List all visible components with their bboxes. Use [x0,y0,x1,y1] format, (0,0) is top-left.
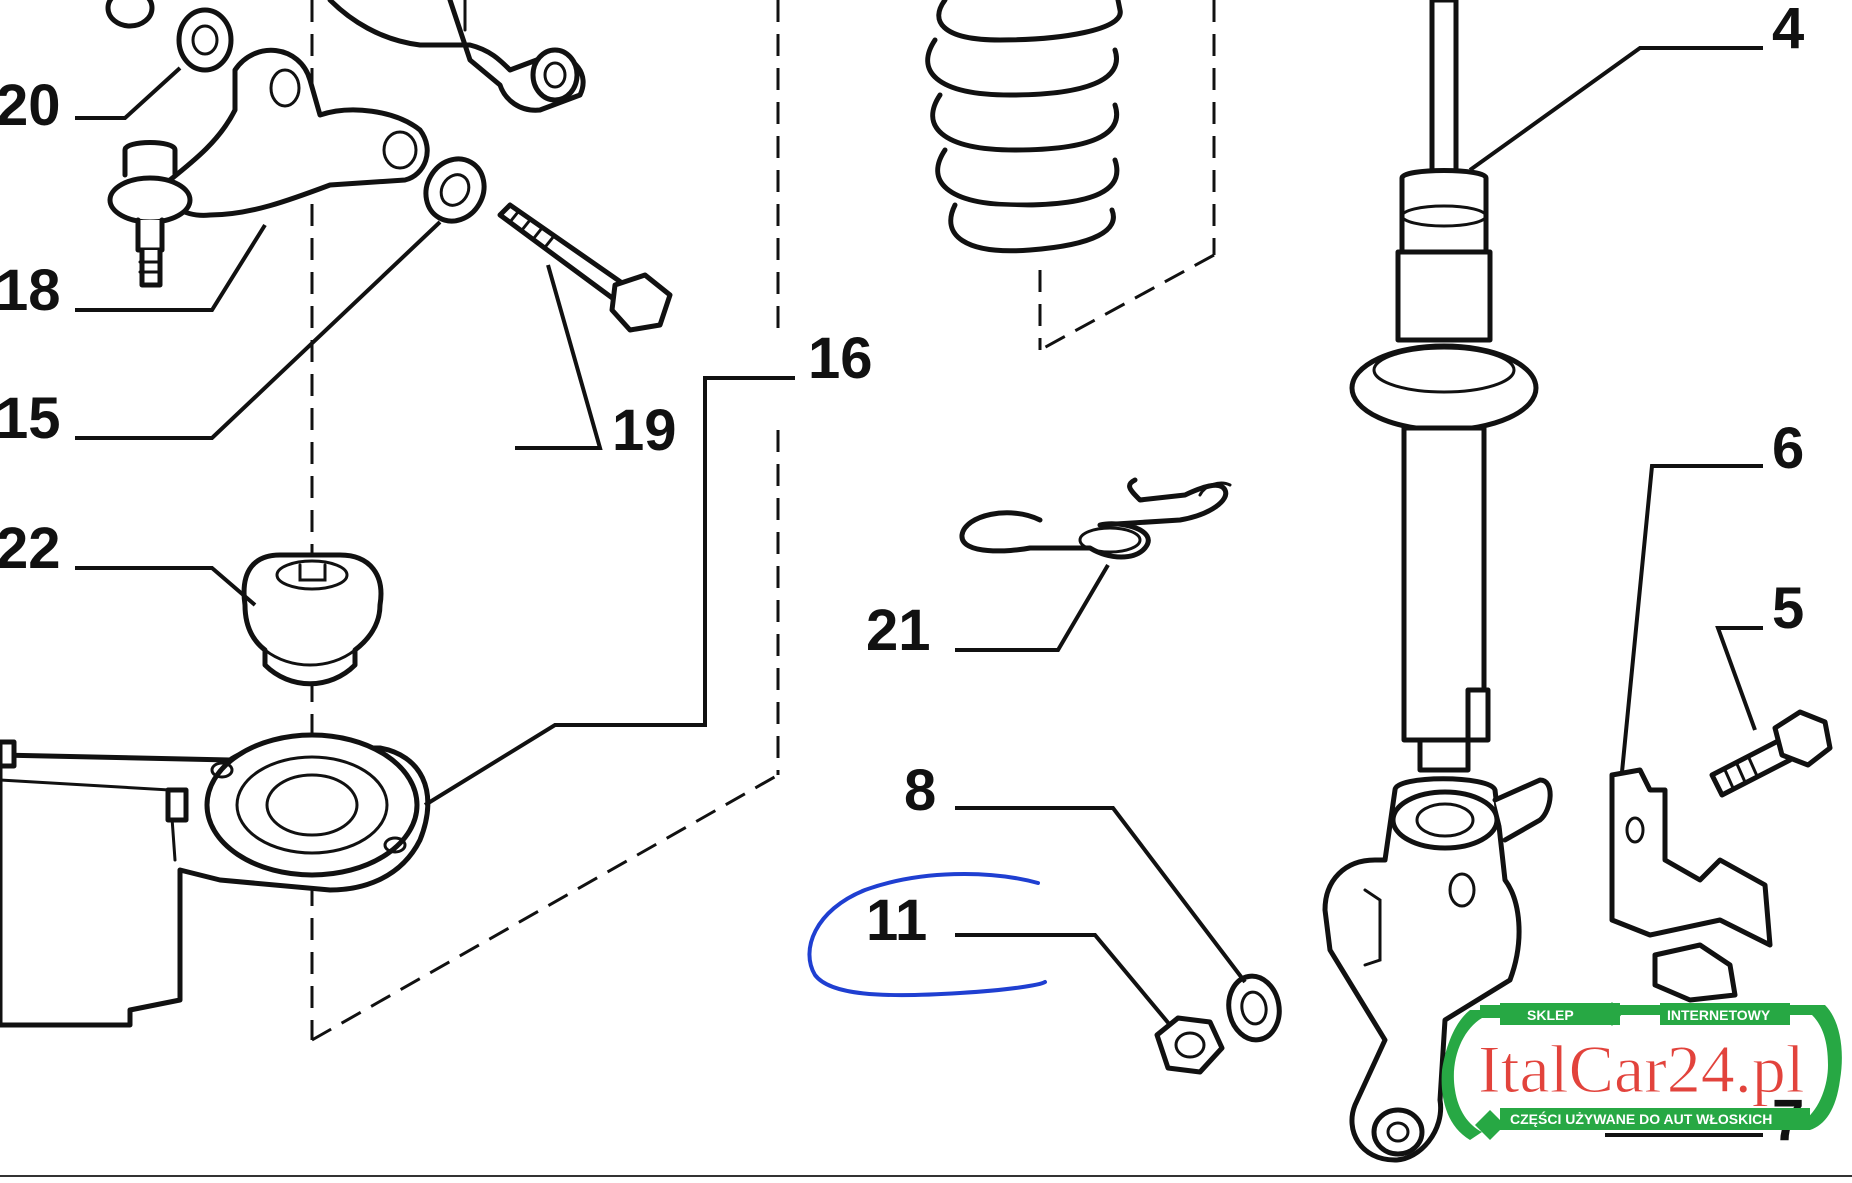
callout-18: 18 [0,258,61,323]
hand-drawn-annotation [807,872,1047,998]
watermark-top-left: SKLEP [1527,1007,1574,1023]
top-bracket [327,0,586,113]
watermark-brand: ItalCar24.pl [1478,1031,1805,1107]
watermark-logo: SKLEP INTERNETOWY ItalCar24.pl CZĘŚCI UŻ… [1441,1002,1842,1140]
washer-part-15 [423,156,487,224]
bushing-part-22 [241,552,384,687]
callout-15: 15 [0,386,61,451]
callout-5: 5 [1772,576,1804,641]
watermark-tagline: CZĘŚCI UŻYWANE DO AUT WŁOSKICH [1510,1110,1772,1127]
callout-20: 20 [0,73,61,138]
coil-spring [925,0,1123,254]
watermark-top-right: INTERNETOWY [1667,1007,1771,1023]
washer-part-8 [1226,973,1282,1043]
nut-part-11 [1154,1015,1225,1075]
callout-4: 4 [1772,0,1804,61]
leader-lines [75,46,1763,1137]
bolt-part-5 [1709,709,1833,798]
upper-arm-part-18 [107,47,430,288]
bolt-part-19 [497,202,673,333]
spring-clip-part-21 [959,477,1232,560]
steering-knuckle [1322,776,1553,1163]
callout-6: 6 [1772,416,1804,481]
shock-absorber-part-4 [1349,0,1539,773]
washer-part-20 [105,0,234,73]
bracket-part-6 [1609,767,1773,1003]
callout-19: 19 [612,398,677,463]
callout-11: 11 [866,888,927,953]
lower-arm-assembly [0,732,431,1028]
callout-21: 21 [866,598,931,663]
callout-numbers: 20 18 15 22 19 16 21 4 6 5 8 11 7 [0,0,1804,1153]
callout-22: 22 [0,516,61,581]
callout-16: 16 [808,326,873,391]
callout-8: 8 [904,758,936,823]
